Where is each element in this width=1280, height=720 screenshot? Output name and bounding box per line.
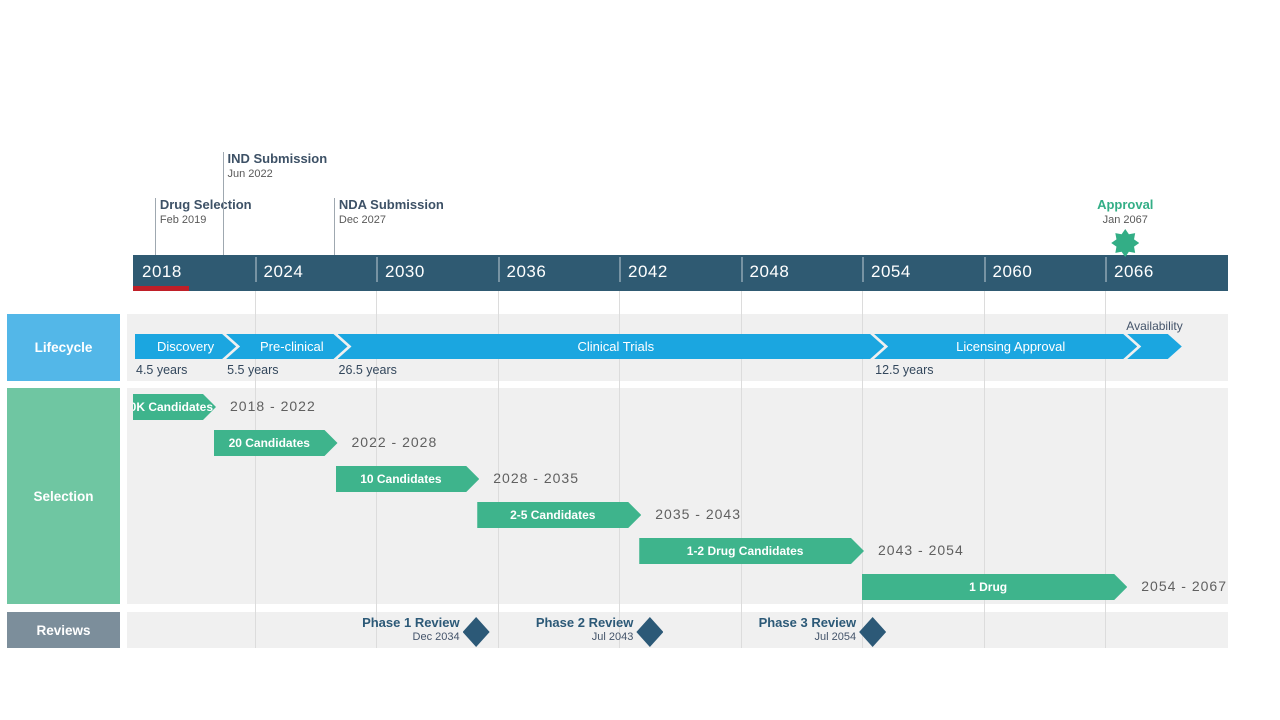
year-label: 2054 <box>871 262 911 281</box>
selection-bar[interactable]: 10K Candidates <box>133 394 216 420</box>
review-date: Jul 2043 <box>591 631 634 643</box>
gridline <box>497 291 499 648</box>
duration-label: 12.5 years <box>875 363 934 377</box>
year-label: 2060 <box>992 262 1033 281</box>
gridline <box>983 291 985 648</box>
duration-label: 5.5 years <box>227 363 279 377</box>
date-range-label: 2028 - 2035 <box>493 470 579 486</box>
gridline <box>1105 291 1106 648</box>
milestone-connector-line <box>333 198 335 255</box>
lifecycle-arrow-pre-clinical[interactable]: Pre-clinical <box>226 334 347 359</box>
gridline <box>619 291 620 648</box>
gridline <box>740 291 742 648</box>
axis-tick <box>740 257 743 282</box>
axis-tick <box>497 257 500 282</box>
axis-tick <box>983 257 986 282</box>
reviews-row-background <box>127 612 1228 648</box>
date-range-label: 2018 - 2022 <box>230 398 316 414</box>
milestone-title[interactable]: Approval <box>1097 197 1154 212</box>
milestone-date: Jan 2067 <box>1102 214 1148 226</box>
axis-tick <box>619 257 621 282</box>
duration-label: 4.5 years <box>136 363 188 377</box>
timeline-axis-bar <box>133 255 1228 291</box>
selection-bar[interactable]: 1-2 Drug Candidates <box>639 538 864 564</box>
review-title[interactable]: Phase 2 Review <box>535 615 634 630</box>
availability-label: Availability <box>1126 319 1183 333</box>
year-label: 2018 <box>142 262 182 281</box>
axis-tick <box>1105 257 1107 282</box>
lifecycle-arrow-licensing-approval[interactable]: Licensing Approval <box>874 334 1137 359</box>
year-label: 2036 <box>506 262 547 281</box>
selection-row-background <box>127 388 1228 604</box>
duration-label: 26.5 years <box>338 363 397 377</box>
date-range-label: 2022 - 2028 <box>351 434 438 450</box>
lifecycle-arrow-discovery[interactable]: Discovery <box>135 334 236 359</box>
selection-bar[interactable]: 2-5 Candidates <box>477 502 641 528</box>
lifecycle-arrow-clinical-trials[interactable]: Clinical Trials <box>338 334 885 359</box>
year-label: 2042 <box>628 262 668 281</box>
axis-tick <box>376 257 378 282</box>
axis-tick <box>254 257 257 282</box>
milestone-connector-line <box>222 152 224 255</box>
elapsed-time-marker <box>133 286 189 291</box>
milestone-title[interactable]: NDA Submission <box>338 197 444 212</box>
milestone-title[interactable]: Drug Selection <box>159 197 252 212</box>
review-date: Dec 2034 <box>412 631 460 643</box>
year-label: 2030 <box>385 262 425 281</box>
milestone-connector-line <box>154 198 156 255</box>
review-title[interactable]: Phase 1 Review <box>362 615 460 630</box>
gridline <box>862 291 863 648</box>
gridline <box>254 291 256 648</box>
review-title[interactable]: Phase 3 Review <box>758 615 857 630</box>
lane-label-selection[interactable]: Selection <box>7 388 120 604</box>
milestone-date: Dec 2027 <box>338 214 386 226</box>
lane-label-lifecycle[interactable]: Lifecycle <box>7 314 120 381</box>
review-date: Jul 2054 <box>814 631 857 643</box>
year-label: 2066 <box>1114 262 1154 281</box>
selection-bar[interactable]: 10 Candidates <box>336 466 480 492</box>
year-label: 2024 <box>263 262 304 281</box>
date-range-label: 2054 - 2067 <box>1141 578 1227 594</box>
milestone-title[interactable]: IND Submission <box>227 151 328 166</box>
approval-star-icon[interactable] <box>1111 229 1140 257</box>
year-label: 2048 <box>749 262 790 281</box>
selection-bar[interactable]: 1 Drug <box>862 574 1127 600</box>
date-range-label: 2043 - 2054 <box>878 542 964 558</box>
axis-tick <box>862 257 864 282</box>
date-range-label: 2035 - 2043 <box>655 506 741 522</box>
selection-bar[interactable]: 20 Candidates <box>214 430 338 456</box>
milestone-date: Feb 2019 <box>159 214 207 226</box>
lane-label-reviews[interactable]: Reviews <box>7 612 120 648</box>
milestone-date: Jun 2022 <box>227 168 273 180</box>
